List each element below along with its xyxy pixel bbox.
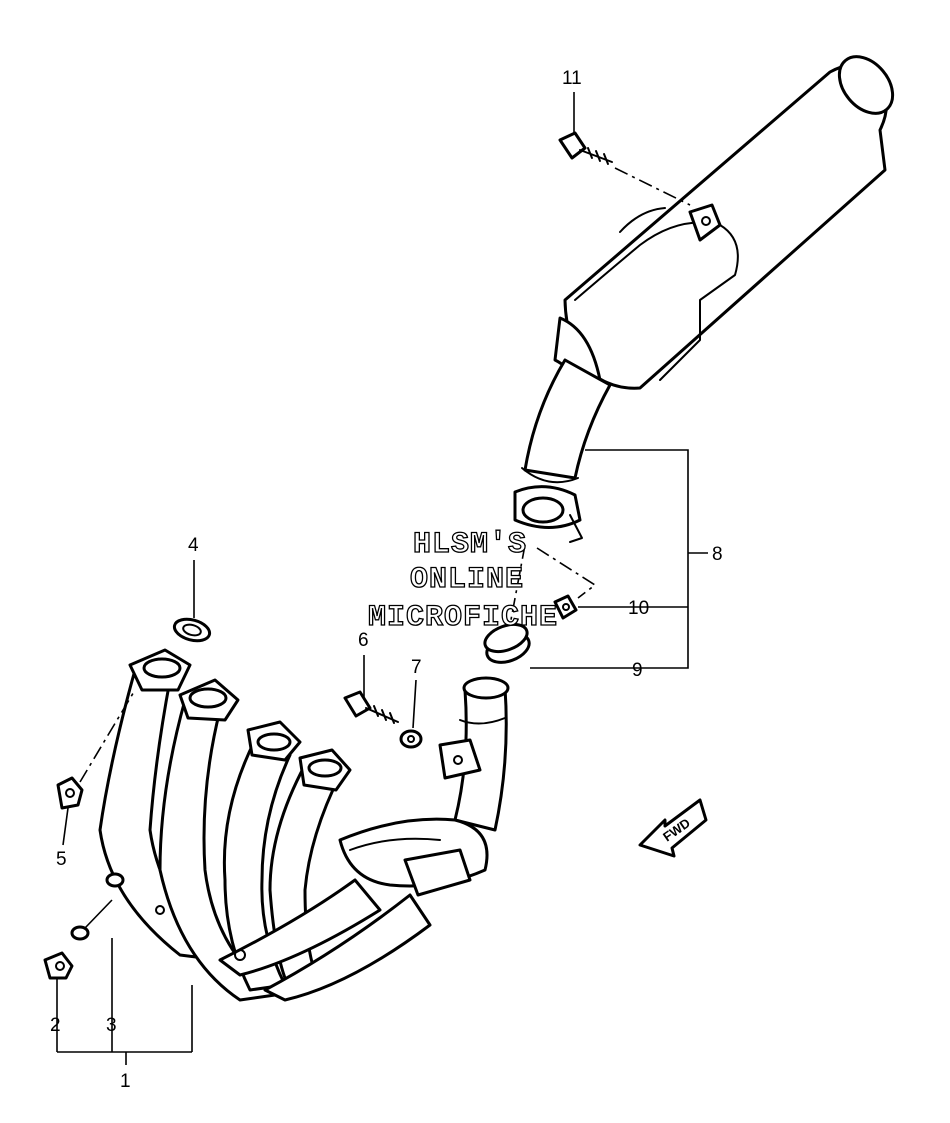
- callout-10: 10: [628, 598, 649, 619]
- callout-1: 1: [120, 1071, 131, 1092]
- watermark-line-3: MICROFICHE: [368, 601, 558, 635]
- washer-3: [70, 872, 125, 941]
- leader-lines: [56, 92, 708, 1065]
- watermark-line-2: ONLINE: [410, 563, 524, 597]
- callout-11: 11: [562, 68, 582, 89]
- bolt-10: [553, 594, 578, 620]
- muffler-assembly: [513, 55, 895, 543]
- watermark-line-1: HLSM'S: [413, 528, 527, 562]
- callout-5: 5: [56, 849, 67, 870]
- callout-3: 3: [106, 1015, 117, 1036]
- bolt-6: [343, 690, 399, 724]
- gasket-4: [172, 617, 212, 643]
- callout-7: 7: [411, 657, 422, 678]
- forward-direction-arrow: FWD: [638, 798, 708, 858]
- callout-4: 4: [188, 535, 199, 556]
- bolt-11: [558, 131, 613, 165]
- watermark: HLSM'S ONLINE MICROFICHE: [367, 527, 558, 635]
- nut-2: [43, 951, 74, 980]
- callout-8: 8: [712, 544, 723, 565]
- callout-6: 6: [358, 630, 369, 651]
- exhaust-pipe-assembly: [98, 648, 510, 1002]
- washer-7: [399, 729, 423, 749]
- callout-2: 2: [50, 1015, 61, 1036]
- callout-9: 9: [632, 660, 643, 681]
- gasket-9: [483, 622, 531, 664]
- nut-5: [56, 776, 84, 810]
